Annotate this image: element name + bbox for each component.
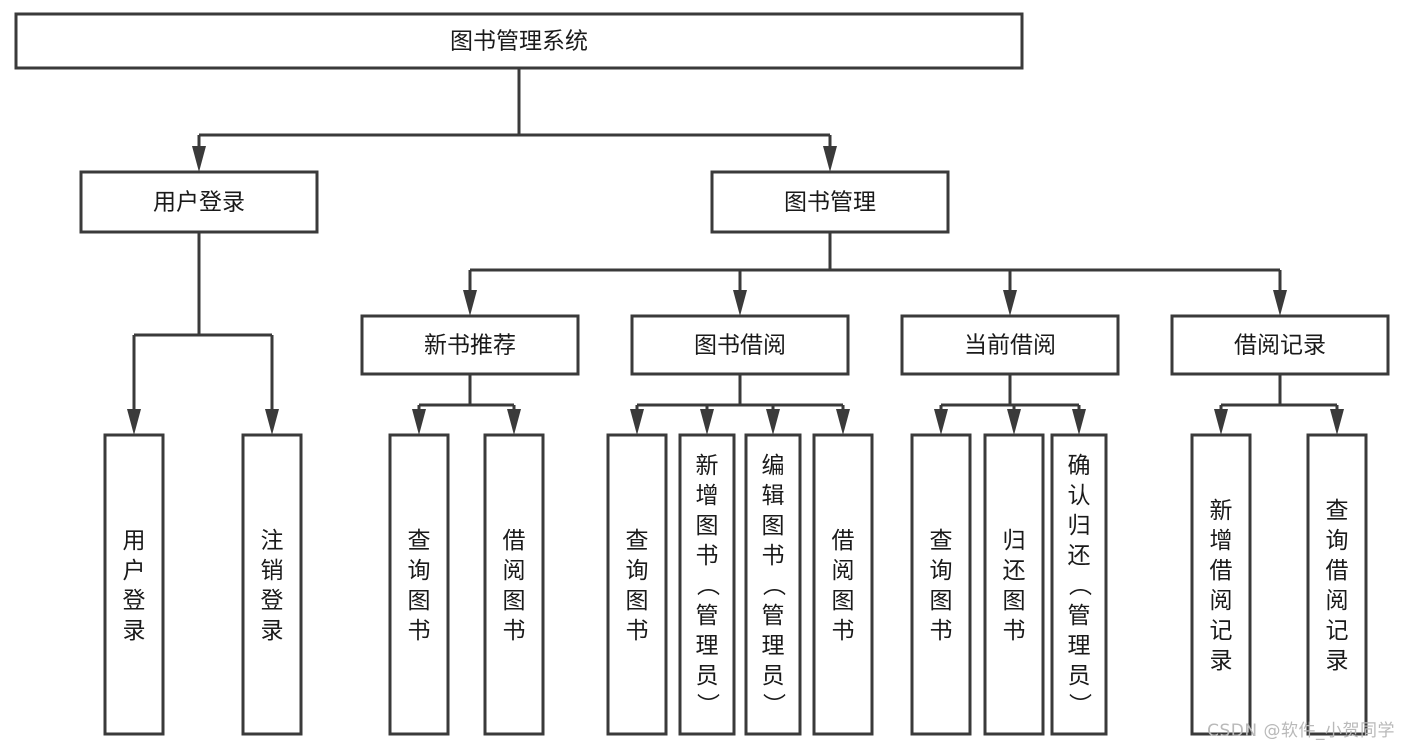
node-leaf-query-book-recommend[interactable]: 查询图书 (388, 433, 450, 736)
arrow-to-child-1-head (733, 290, 747, 316)
node-leaf-borrow-book-recommend[interactable]: 借阅图书 (483, 433, 545, 736)
node-leaf-query-book-recommend-box[interactable] (388, 433, 450, 736)
node-leaf-add-borrow-record-label: 新增借阅记录 (1210, 498, 1233, 674)
node-leaf-query-borrow-record-box[interactable] (1306, 433, 1368, 736)
node-leaf-return-book-box[interactable] (983, 433, 1045, 736)
node-root[interactable]: 图书管理系统 (14, 12, 1024, 70)
node-leaf-add-borrow-record[interactable]: 新增借阅记录 (1190, 433, 1252, 736)
node-current-borrow-label: 当前借阅 (964, 333, 1056, 359)
node-leaf-add-borrow-record-box[interactable] (1190, 433, 1252, 736)
node-leaf-confirm-return-admin[interactable]: 确认归还（管理员） (1050, 433, 1108, 736)
node-leaf-add-book-admin-box[interactable] (678, 433, 736, 736)
node-leaf-query-book-current[interactable]: 查询图书 (910, 433, 972, 736)
csdn-watermark: CSDN @软件_小贺同学 (1207, 721, 1395, 741)
node-borrow-records[interactable]: 借阅记录 (1170, 314, 1390, 376)
node-leaf-borrow-book-recommend-box[interactable] (483, 433, 545, 736)
node-user-login-label: 用户登录 (153, 190, 245, 216)
node-borrow-records-box[interactable] (1170, 314, 1390, 376)
arrow-to-child-3-head (1273, 290, 1287, 316)
node-new-book-recommend-box[interactable] (360, 314, 580, 376)
node-leaf-borrow-book-box[interactable] (812, 433, 874, 736)
node-leaf-confirm-return-admin-box[interactable] (1050, 433, 1108, 736)
arrow-to-child-0-head (934, 409, 948, 435)
node-leaf-query-book-recommend-label: 查询图书 (408, 528, 431, 644)
arrow-to-child-2-head (1072, 409, 1086, 435)
arrow-to-child-1-head (823, 146, 837, 172)
node-leaf-edit-book-admin-box[interactable] (744, 433, 802, 736)
node-user-login-box[interactable] (79, 170, 319, 234)
node-leaf-confirm-return-admin-label: 确认归还（管理员） (1068, 453, 1093, 719)
node-leaf-query-borrow-record[interactable]: 查询借阅记录 (1306, 433, 1368, 736)
arrow-to-child-1-head (507, 409, 521, 435)
arrow-to-child-0-head (412, 409, 426, 435)
node-leaf-query-book-borrow[interactable]: 查询图书 (606, 433, 668, 736)
nodes-layer: 图书管理系统用户登录图书管理新书推荐图书借阅当前借阅借阅记录用户登录注销登录查询… (14, 12, 1390, 736)
node-leaf-user-logout[interactable]: 注销登录 (241, 433, 303, 736)
node-book-borrow-box[interactable] (630, 314, 850, 376)
node-book-borrow[interactable]: 图书借阅 (630, 314, 850, 376)
node-leaf-user-logout-box[interactable] (241, 433, 303, 736)
node-leaf-return-book-label: 归还图书 (1003, 528, 1026, 644)
node-leaf-borrow-book-label: 借阅图书 (832, 528, 855, 644)
arrow-to-child-2-head (1003, 290, 1017, 316)
node-leaf-edit-book-admin[interactable]: 编辑图书（管理员） (744, 433, 802, 736)
node-leaf-query-book-current-label: 查询图书 (930, 528, 953, 644)
arrow-to-child-1-head (265, 409, 279, 435)
arrow-to-child-0-head (192, 146, 206, 172)
node-leaf-query-book-current-box[interactable] (910, 433, 972, 736)
node-leaf-user-login-box[interactable] (103, 433, 165, 736)
node-leaf-user-logout-label: 注销登录 (261, 528, 284, 644)
node-borrow-records-label: 借阅记录 (1234, 333, 1326, 359)
arrow-to-child-2-head (766, 409, 780, 435)
node-leaf-edit-book-admin-label: 编辑图书（管理员） (762, 453, 787, 719)
node-book-management-box[interactable] (710, 170, 950, 234)
node-leaf-return-book[interactable]: 归还图书 (983, 433, 1045, 736)
node-new-book-recommend[interactable]: 新书推荐 (360, 314, 580, 376)
arrow-to-child-3-head (836, 409, 850, 435)
node-leaf-add-book-admin[interactable]: 新增图书（管理员） (678, 433, 736, 736)
node-leaf-user-login-label: 用户登录 (123, 528, 146, 644)
arrow-to-child-1-head (1007, 409, 1021, 435)
node-book-management-label: 图书管理 (784, 190, 876, 216)
arrow-to-child-0-head (463, 290, 477, 316)
arrow-to-child-0-head (127, 409, 141, 435)
node-root-box[interactable] (14, 12, 1024, 70)
node-user-login[interactable]: 用户登录 (79, 170, 319, 234)
node-leaf-query-book-borrow-label: 查询图书 (626, 528, 649, 644)
node-leaf-user-login[interactable]: 用户登录 (103, 433, 165, 736)
node-book-management[interactable]: 图书管理 (710, 170, 950, 234)
node-current-borrow-box[interactable] (900, 314, 1120, 376)
arrow-to-child-0-head (1214, 409, 1228, 435)
node-book-borrow-label: 图书借阅 (694, 333, 786, 359)
node-leaf-add-book-admin-label: 新增图书（管理员） (696, 453, 721, 719)
arrow-to-child-1-head (1330, 409, 1344, 435)
node-root-label: 图书管理系统 (450, 29, 588, 55)
arrow-to-child-1-head (700, 409, 714, 435)
node-leaf-borrow-book[interactable]: 借阅图书 (812, 433, 874, 736)
node-current-borrow[interactable]: 当前借阅 (900, 314, 1120, 376)
connectors-layer (127, 68, 1344, 435)
node-leaf-borrow-book-recommend-label: 借阅图书 (503, 528, 526, 644)
node-leaf-query-borrow-record-label: 查询借阅记录 (1326, 498, 1349, 674)
node-new-book-recommend-label: 新书推荐 (424, 333, 516, 359)
arrow-to-child-0-head (630, 409, 644, 435)
node-leaf-query-book-borrow-box[interactable] (606, 433, 668, 736)
